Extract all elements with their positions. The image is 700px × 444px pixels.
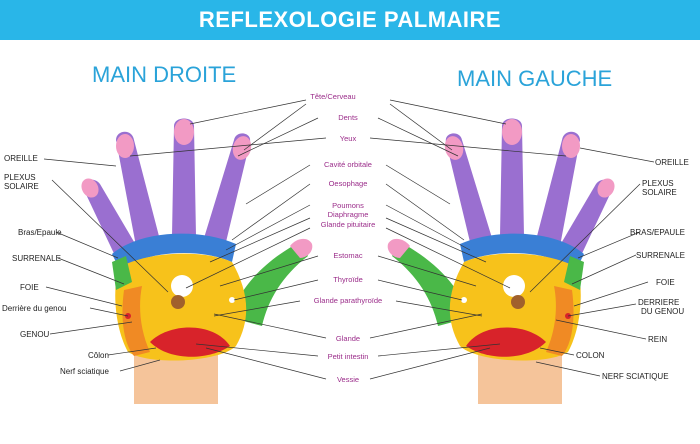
right-finger-index: [204, 133, 251, 242]
label-cavite-orbitale: Cavité orbitale: [324, 160, 372, 169]
right-thumb-tip: [290, 238, 313, 258]
left-finger-ring: [536, 131, 580, 246]
right-finger-middle: [172, 118, 196, 236]
right-red-dot: [125, 313, 131, 319]
label-surrenale-right-hand: SURRENALE: [12, 254, 61, 263]
label-derriere-genou-right-hand: Derrière du genou: [2, 304, 67, 313]
left-white-dot: [503, 275, 525, 297]
label-glande-pituitaire: Glande pituitaire: [320, 220, 376, 229]
label-colon-left-hand: COLON: [576, 351, 605, 360]
label-solaire-right-hand: SOLAIRE: [4, 182, 39, 191]
right-white-dot: [171, 275, 193, 297]
left-tip-index: [444, 136, 464, 160]
left-brown-dot: [511, 295, 525, 309]
label-derriere-left-hand: DERRIERE: [638, 298, 680, 307]
label-poumons: Poumons: [332, 201, 364, 210]
label-plexus-left-hand: PLEXUS: [642, 179, 674, 188]
banner-title: REFLEXOLOGIE PALMAIRE: [198, 7, 502, 32]
label-oreille-left-hand: OREILLE: [655, 158, 689, 167]
label-nerf-sciatique-left-hand: NERF SCIATIQUE: [602, 372, 669, 381]
label-nerf-sciatique-right-hand: Nerf sciatique: [60, 367, 109, 376]
label-petit-intestin: Petit intestin: [327, 352, 369, 361]
right-tip-ring: [116, 134, 134, 158]
leader-lines: [43, 99, 655, 380]
left-tip-pinky: [597, 178, 615, 198]
label-dents: Dents: [338, 113, 358, 122]
right-hand: [81, 118, 313, 404]
right-hand-title: MAIN DROITE: [92, 62, 237, 87]
right-tip-pinky: [81, 178, 99, 198]
right-brown-dot: [171, 295, 185, 309]
title-banner: [0, 0, 700, 40]
label-foie-right-hand: FOIE: [20, 283, 39, 292]
right-thumb: [232, 242, 308, 326]
label-diaphragme: Diaphragme: [327, 210, 369, 219]
label-du-genou-left-hand: DU GENOU: [641, 307, 685, 316]
right-red-zone: [150, 327, 230, 357]
label-bras-epaule-left-hand: BRAS/EPAULE: [630, 228, 685, 237]
left-blue-band: [460, 233, 584, 270]
label-vessie: Vessie: [336, 375, 360, 384]
left-small-dot: [461, 297, 467, 303]
label-colon-right-hand: Côlon: [88, 351, 109, 360]
label-tete-cerveau: Tête/Cerveau: [310, 92, 356, 101]
label-glande: Glande: [335, 334, 361, 343]
left-hand: [387, 118, 615, 404]
left-finger-middle: [500, 118, 524, 236]
label-genou-right-hand: GENOU: [20, 330, 50, 339]
label-solaire-left-hand: SOLAIRE: [642, 188, 677, 197]
right-tip-middle: [174, 119, 194, 145]
left-thumb: [392, 242, 468, 326]
left-hand-title: MAIN GAUCHE: [457, 66, 613, 91]
left-finger-pinky: [556, 179, 613, 262]
left-tip-ring: [562, 134, 580, 158]
right-blue-band: [112, 233, 236, 270]
right-finger-pinky: [83, 179, 140, 262]
label-rein-left-hand: REIN: [648, 335, 668, 344]
label-glande-parathyroide: Glande parathyroïde: [313, 296, 383, 305]
right-finger-ring: [116, 131, 160, 246]
left-green-side: [564, 256, 584, 290]
label-bras-epaule-right-hand: Bras/Epaule: [18, 228, 62, 237]
right-small-dot: [229, 297, 235, 303]
left-red-zone: [466, 327, 546, 357]
label-plexus-right-hand: PLEXUS: [4, 173, 36, 182]
right-tip-index: [232, 136, 252, 160]
left-finger-index: [445, 133, 492, 242]
label-surrenale-left-hand: SURRENALE: [636, 251, 685, 260]
label-oreille-right-hand: OREILLE: [4, 154, 38, 163]
label-foie-left-hand: FOIE: [656, 278, 675, 287]
label-thyroide: Thyroïde: [333, 275, 363, 284]
label-yeux: Yeux: [339, 134, 357, 143]
label-oesophage: Oesophage: [328, 179, 368, 188]
left-tip-middle: [502, 119, 522, 145]
left-thumb-tip: [387, 238, 410, 258]
right-orange-zone: [122, 286, 150, 356]
label-estomac: Estomac: [333, 251, 363, 260]
